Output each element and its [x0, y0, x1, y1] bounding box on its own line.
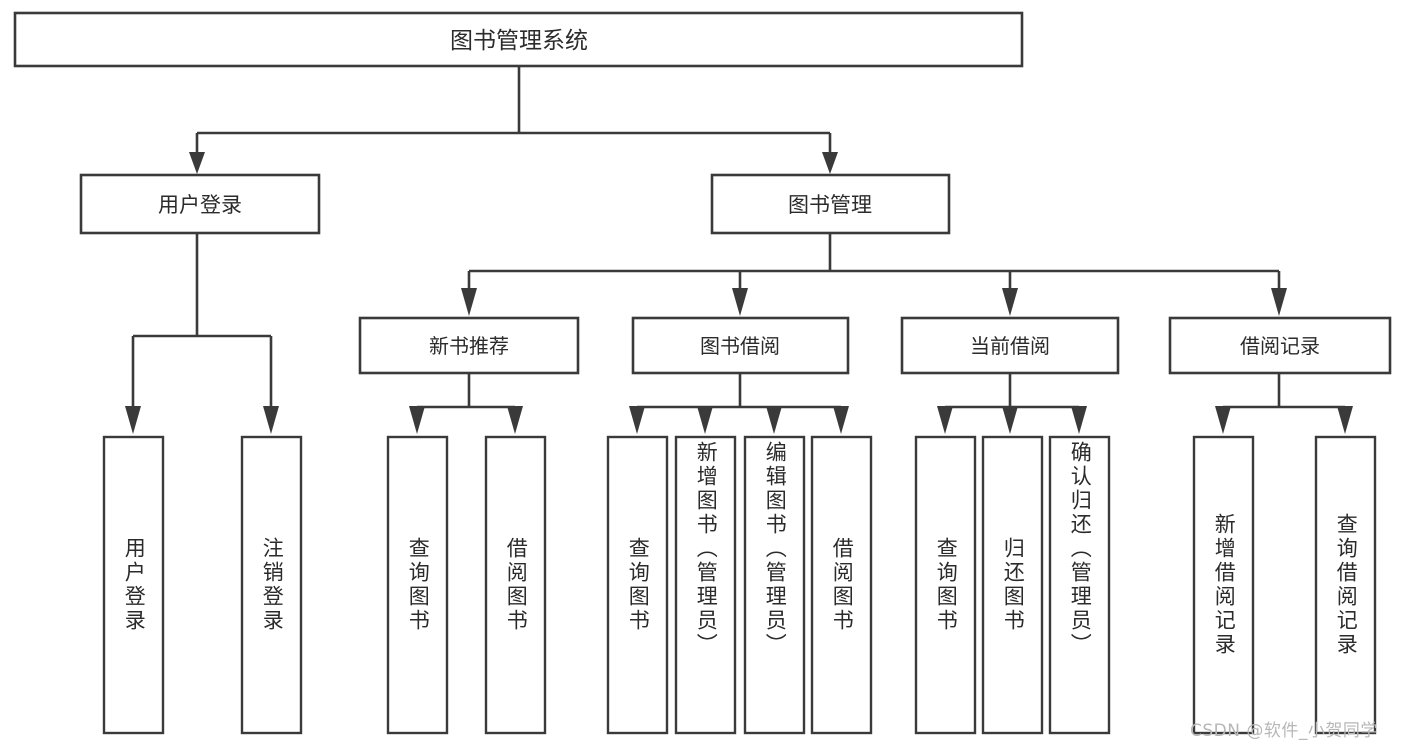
arrowhead-leaf-bb-3	[766, 406, 782, 434]
node-book-manage-box[interactable]	[710, 173, 951, 235]
leaf-box-bb-1[interactable]	[606, 435, 669, 735]
node-root-box[interactable]	[13, 11, 1024, 68]
csdn-watermark: CSDN @软件_小贺同学	[1190, 721, 1378, 741]
node-current-borrow-label: 当前借阅	[970, 334, 1050, 358]
leaf-box-bb-3[interactable]	[743, 435, 806, 735]
arrowhead-book-manage	[822, 152, 838, 174]
arrowhead-leaf-bb-2	[697, 406, 713, 434]
arrowhead-new-book-recommend	[461, 288, 477, 316]
arrowhead-leaf-nbr-2	[507, 406, 523, 434]
leaf-box-cb-2[interactable]	[981, 435, 1044, 735]
node-new-book-recommend[interactable]: 新书推荐	[358, 316, 580, 375]
leaf-box-nbr-2[interactable]	[484, 435, 547, 735]
arrowhead-current-borrow	[1002, 288, 1018, 316]
connector-group-book-borrow	[629, 373, 849, 434]
connector-group-user-login	[125, 233, 279, 434]
leaf-box-bb-4[interactable]	[810, 435, 873, 735]
node-current-borrow-box[interactable]	[900, 316, 1120, 375]
node-book-manage[interactable]: 图书管理	[710, 173, 951, 235]
node-borrow-record-label: 借阅记录	[1240, 334, 1320, 358]
node-root[interactable]: 图书管理系统	[13, 11, 1024, 68]
arrowhead-leaf-cb-3	[1071, 406, 1087, 434]
arrowhead-leaf-cb-1	[937, 406, 953, 434]
leaf-box-br-2[interactable]	[1314, 435, 1377, 735]
leaf-box-cb-3[interactable]	[1048, 435, 1111, 735]
node-borrow-record[interactable]: 借阅记录	[1168, 316, 1392, 375]
node-book-borrow-box[interactable]	[631, 316, 850, 375]
node-book-borrow[interactable]: 图书借阅	[631, 316, 850, 375]
leaf-box-user-login-1[interactable]	[102, 435, 165, 735]
node-user-login-box[interactable]	[79, 173, 321, 235]
connector-group-book-manage	[461, 233, 1287, 316]
arrowhead-leaf-br-1	[1215, 406, 1231, 434]
arrowhead-leaf-bb-4	[833, 406, 849, 434]
arrowhead-leaf-nbr-1	[409, 406, 425, 434]
arrowhead-borrow-record	[1271, 288, 1287, 316]
node-current-borrow[interactable]: 当前借阅	[900, 316, 1120, 375]
connector-group-borrow-record	[1215, 373, 1353, 434]
connector-group-new-book-recommend	[409, 373, 523, 434]
arrowhead-leaf-user-login-1	[125, 406, 141, 434]
node-new-book-recommend-box[interactable]	[358, 316, 580, 375]
arrowhead-leaf-br-2	[1337, 406, 1353, 434]
leaf-box-bb-2[interactable]	[674, 435, 737, 735]
arrowhead-leaf-bb-1	[629, 406, 645, 434]
leaf-box-br-1[interactable]	[1192, 435, 1255, 735]
leaf-box-cb-1[interactable]	[914, 435, 977, 735]
node-root-label: 图书管理系统	[450, 28, 588, 54]
leaf-box-nbr-1[interactable]	[386, 435, 449, 735]
arrowhead-book-borrow	[732, 288, 748, 316]
arrowhead-leaf-user-login-2	[263, 406, 279, 434]
leaf-box-user-login-2[interactable]	[240, 435, 303, 735]
node-book-borrow-label: 图书借阅	[700, 334, 780, 358]
node-book-manage-label: 图书管理	[788, 193, 872, 217]
arrowhead-user-login	[189, 152, 205, 174]
arrowhead-leaf-cb-2	[1002, 406, 1018, 434]
node-user-login[interactable]: 用户登录	[79, 173, 321, 235]
node-new-book-recommend-label: 新书推荐	[429, 334, 509, 358]
node-borrow-record-box[interactable]	[1168, 316, 1392, 375]
connector-group-current-borrow	[937, 373, 1087, 434]
node-user-login-label: 用户登录	[158, 193, 242, 217]
connector-group-root	[189, 66, 838, 174]
